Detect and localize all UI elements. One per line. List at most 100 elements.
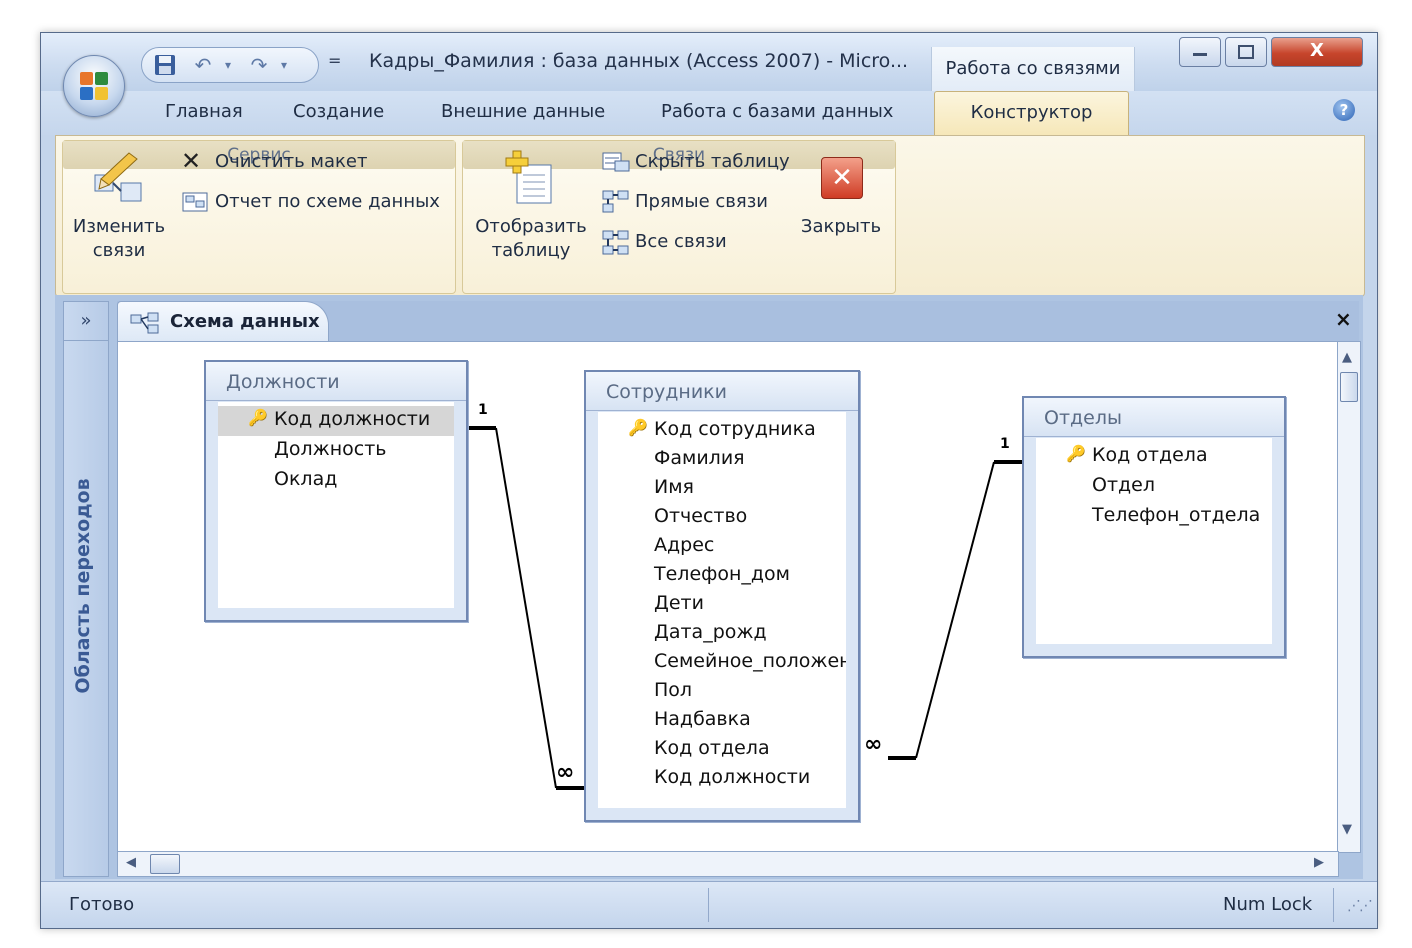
document-area: » Область переходов Схема данных × — [55, 295, 1363, 879]
close-relationships-button[interactable]: ✕ Закрыть — [793, 145, 889, 263]
quick-access-toolbar: ↶ ▾ ↷ ▾ — [141, 47, 319, 83]
resize-grip-icon[interactable]: ⋰⋰ — [1347, 898, 1373, 914]
field-item[interactable]: Должность — [274, 438, 387, 460]
relationship-one-label-departments: 1 — [1000, 436, 1010, 452]
field-item[interactable]: Отдел — [1092, 474, 1155, 496]
group-relationships: Отобразить таблицу Скрыть таблицу — [462, 140, 896, 294]
field-item[interactable]: Надбавка — [654, 708, 751, 730]
relationships-canvas[interactable]: 1 ∞ 1 ∞ Должности 🔑 Код должности Должно… — [117, 341, 1339, 853]
nav-pane-expand-button[interactable]: » — [64, 302, 108, 341]
primary-key-icon: 🔑 — [248, 408, 268, 427]
table-employees[interactable]: Сотрудники 🔑 Код сотрудника Фамилия Имя … — [584, 370, 860, 822]
redo-icon[interactable]: ↷ — [250, 53, 268, 77]
field-list[interactable]: 🔑 Код отдела Отдел Телефон_отдела — [1036, 438, 1272, 644]
navigation-pane[interactable]: » Область переходов — [63, 301, 109, 877]
table-title-bar[interactable]: Отделы — [1024, 398, 1284, 437]
edit-relationships-button[interactable]: Изменить связи — [69, 145, 169, 263]
field-item[interactable]: Пол — [654, 679, 693, 701]
relationship-line-departments-employees[interactable] — [888, 460, 1022, 760]
redo-dropdown-icon[interactable]: ▾ — [280, 58, 288, 72]
horizontal-scroll-thumb[interactable] — [150, 854, 180, 874]
field-list[interactable]: 🔑 Код сотрудника Фамилия Имя Отчество Ад… — [598, 412, 846, 808]
field-item[interactable]: Адрес — [654, 534, 715, 556]
save-icon[interactable] — [150, 52, 180, 78]
clear-layout-icon: ✕ — [181, 147, 202, 175]
primary-key-icon: 🔑 — [1066, 444, 1086, 463]
tab-database-tools[interactable]: Работа с базами данных — [661, 101, 894, 122]
field-item[interactable]: Код отдела — [1092, 444, 1208, 466]
show-table-label-line1: Отобразить — [475, 216, 587, 237]
tab-home[interactable]: Главная — [165, 101, 243, 122]
context-tab-group-label: Работа со связями — [931, 47, 1135, 91]
vertical-scrollbar[interactable]: ▲ ▼ — [1337, 341, 1361, 853]
maximize-button[interactable] — [1225, 37, 1267, 67]
field-item[interactable]: Оклад — [274, 468, 338, 490]
field-item[interactable]: Код сотрудника — [654, 418, 816, 440]
undo-dropdown-icon[interactable]: ▾ — [224, 58, 232, 72]
access-window: ↶ ▾ ↷ ▾ = Кадры_Фамилия : база данных (A… — [40, 32, 1378, 929]
hide-table-label: Скрыть таблицу — [635, 151, 790, 172]
ribbon-tab-strip: Главная Создание Внешние данные Работа с… — [41, 91, 1377, 136]
undo-icon[interactable]: ↶ — [194, 53, 212, 77]
office-button[interactable] — [63, 55, 125, 117]
selected-row-highlight — [218, 406, 454, 436]
tab-relationships-schema[interactable]: Схема данных — [117, 301, 329, 342]
close-document-button[interactable]: × — [1335, 307, 1352, 331]
edit-relationships-label-line2: связи — [92, 240, 146, 261]
minimize-button[interactable] — [1179, 37, 1221, 67]
tab-create[interactable]: Создание — [293, 101, 385, 122]
relationships-schema-icon — [130, 312, 159, 334]
status-text: Готово — [69, 894, 135, 915]
field-item[interactable]: Код отдела — [654, 737, 770, 759]
table-title: Сотрудники — [606, 381, 727, 403]
num-lock-indicator: Num Lock — [1223, 894, 1313, 915]
ribbon: Изменить связи ✕ Очистить макет Отчет по… — [55, 135, 1365, 297]
field-item[interactable]: Имя — [654, 476, 694, 498]
field-item[interactable]: Телефон_дом — [654, 563, 791, 585]
all-relationships-label: Все связи — [635, 231, 727, 252]
relationship-report-icon — [182, 192, 208, 212]
field-item[interactable]: Семейное_положен — [654, 650, 846, 672]
hide-table-icon — [602, 152, 630, 172]
edit-relationships-label-line1: Изменить — [72, 216, 166, 237]
table-title: Должности — [226, 371, 340, 393]
show-table-button[interactable]: Отобразить таблицу — [469, 145, 593, 263]
table-title-bar[interactable]: Сотрудники — [586, 372, 858, 411]
field-item[interactable]: Дети — [654, 592, 704, 614]
scroll-right-arrow-icon[interactable]: ▶ — [1314, 855, 1324, 870]
window-title: Кадры_Фамилия : база данных (Access 2007… — [369, 50, 909, 72]
field-item[interactable]: Телефон_отдела — [1092, 504, 1261, 526]
table-positions[interactable]: Должности 🔑 Код должности Должность Окла… — [204, 360, 468, 622]
relationship-report-label: Отчет по схеме данных — [215, 191, 440, 212]
help-icon[interactable]: ? — [1333, 99, 1355, 121]
field-item[interactable]: Код должности — [654, 766, 811, 788]
clear-layout-label: Очистить макет — [215, 151, 368, 172]
maximize-icon — [1238, 45, 1254, 59]
close-window-button[interactable]: X — [1271, 37, 1363, 67]
horizontal-scrollbar[interactable]: ◀ ▶ — [117, 851, 1339, 877]
vertical-scroll-thumb[interactable] — [1340, 372, 1358, 402]
field-item[interactable]: Фамилия — [654, 447, 745, 469]
scroll-left-arrow-icon[interactable]: ◀ — [126, 855, 136, 870]
document-tab-bar: Схема данных × — [117, 301, 1359, 342]
tab-design[interactable]: Конструктор — [934, 91, 1129, 136]
field-item[interactable]: Код должности — [274, 408, 431, 430]
status-bar: Готово Num Lock ⋰⋰ — [41, 881, 1377, 928]
title-bar: ↶ ▾ ↷ ▾ = Кадры_Фамилия : база данных (A… — [41, 33, 1377, 91]
edit-relationships-icon — [94, 152, 142, 202]
table-departments[interactable]: Отделы 🔑 Код отдела Отдел Телефон_отдела — [1022, 396, 1286, 658]
close-relationships-label: Закрыть — [800, 216, 882, 237]
customize-qat-button[interactable]: = — [328, 51, 342, 70]
field-item[interactable]: Дата_рожд — [654, 621, 767, 643]
field-item[interactable]: Отчество — [654, 505, 748, 527]
field-list[interactable]: 🔑 Код должности Должность Оклад — [218, 402, 454, 608]
group-service: Изменить связи ✕ Очистить макет Отчет по… — [62, 140, 456, 294]
relationship-line-positions-employees[interactable] — [468, 426, 584, 790]
relationship-one-label-positions: 1 — [478, 402, 488, 418]
tab-external-data[interactable]: Внешние данные — [441, 101, 606, 122]
scroll-up-arrow-icon[interactable]: ▲ — [1342, 350, 1352, 365]
table-title-bar[interactable]: Должности — [206, 362, 466, 401]
status-divider — [708, 888, 709, 922]
minimize-icon — [1193, 53, 1207, 56]
scroll-down-arrow-icon[interactable]: ▼ — [1342, 822, 1352, 837]
